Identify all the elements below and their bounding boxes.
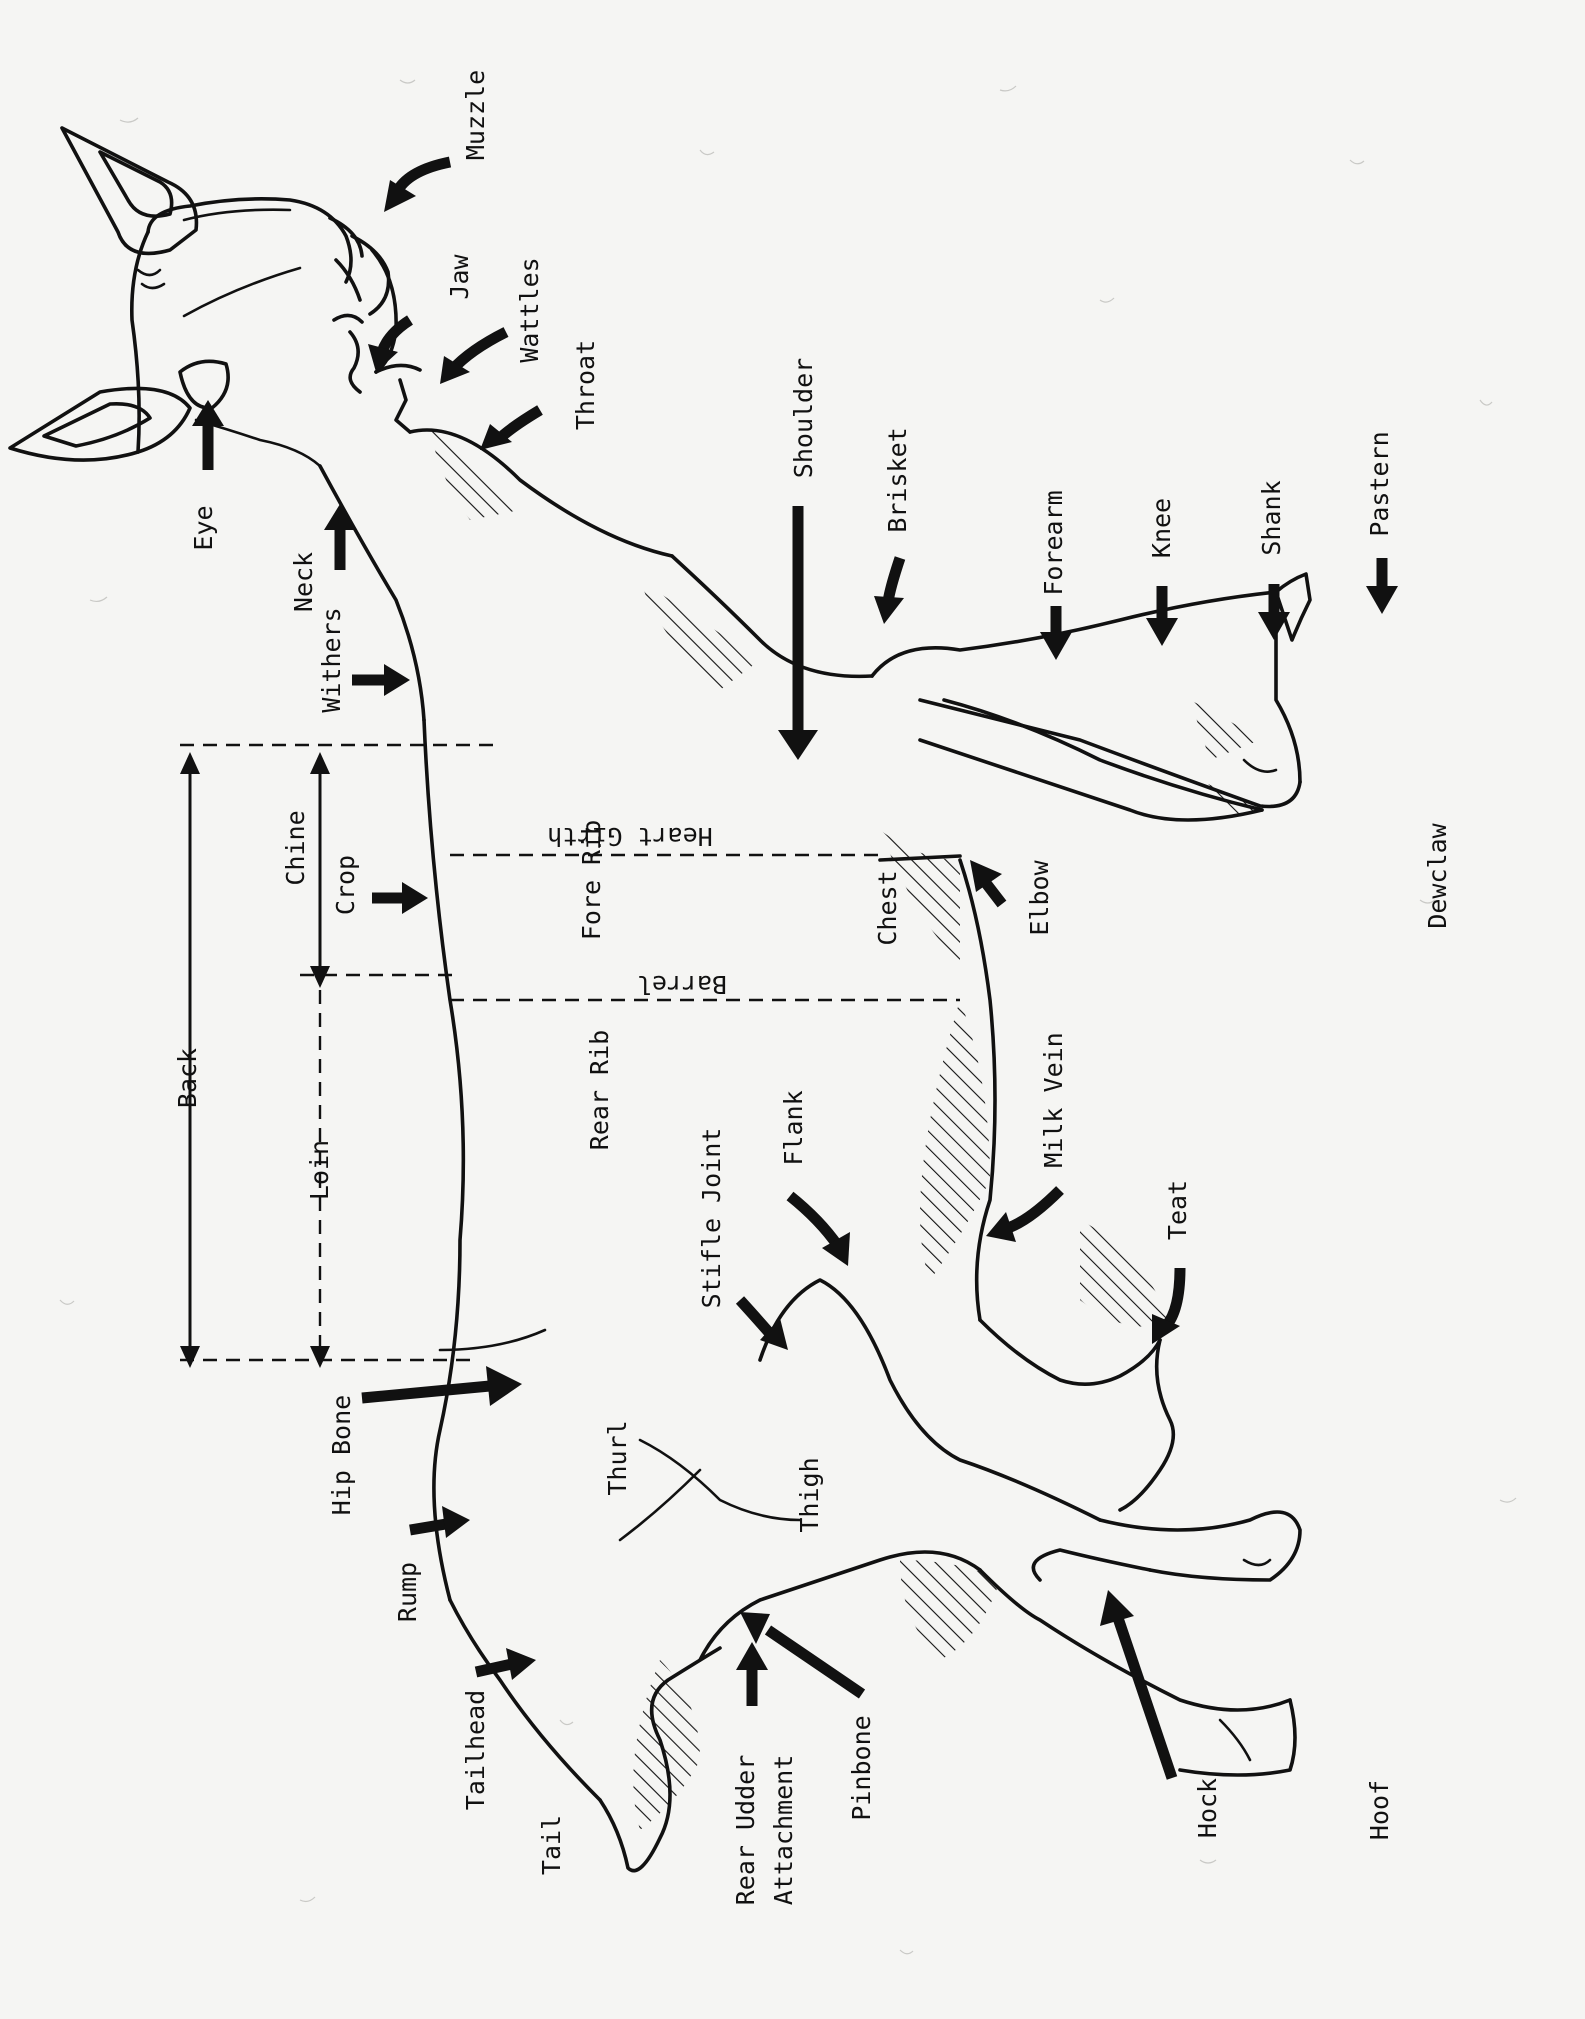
label-jaw: Jaw — [445, 253, 474, 299]
label-thigh: Thigh — [795, 1457, 824, 1532]
milk-vein-arrow — [1008, 1190, 1060, 1228]
label-crop: Crop — [331, 855, 360, 915]
label-withers: Withers — [317, 607, 346, 712]
hock-arrow — [1118, 1618, 1172, 1778]
label-barrel: Barrel — [637, 970, 727, 999]
label-back: Back — [173, 1048, 202, 1108]
label-forearm: Forearm — [1039, 490, 1068, 595]
tailhead-arrow — [476, 1664, 512, 1672]
pinbone-arrow — [768, 1630, 862, 1694]
label-rear-rib: Rear Rib — [585, 1030, 614, 1150]
label-brisket: Brisket — [883, 427, 912, 532]
label-knee: Knee — [1147, 498, 1176, 558]
label-hoof: Hoof — [1365, 1780, 1394, 1840]
label-hip-bone: Hip Bone — [327, 1395, 356, 1515]
label-loin: Loin — [305, 1140, 334, 1200]
hip-bone-arrow — [362, 1386, 490, 1398]
wattles-arrow — [452, 332, 506, 370]
label-muzzle: Muzzle — [461, 70, 490, 160]
label-flank: Flank — [779, 1090, 808, 1165]
label-rear-udder-line2: Attachment — [769, 1755, 798, 1906]
label-milk-vein: Milk Vein — [1039, 1032, 1068, 1167]
label-teat: Teat — [1163, 1180, 1192, 1240]
label-rump: Rump — [393, 1562, 422, 1622]
label-shoulder: Shoulder — [789, 358, 818, 478]
label-throat: Throat — [571, 340, 600, 430]
label-stifle-joint: Stifle Joint — [697, 1128, 726, 1309]
paper-texture — [60, 80, 1516, 1954]
flank-arrow — [790, 1196, 838, 1246]
labels: Eye Neck Withers Muzzle Jaw Wattles Thro… — [173, 70, 1452, 1905]
muzzle-arrow — [398, 162, 450, 190]
label-neck: Neck — [289, 552, 318, 612]
label-elbow: Elbow — [1025, 859, 1054, 935]
stifle-joint-arrow — [740, 1300, 772, 1336]
label-eye: Eye — [189, 505, 218, 550]
jaw-arrow — [382, 320, 410, 352]
label-heart-girth: Heart Girth — [547, 822, 713, 851]
label-tail: Tail — [537, 1815, 566, 1875]
label-chest: Chest — [873, 870, 902, 945]
label-pinbone: Pinbone — [847, 1715, 876, 1820]
label-shank: Shank — [1257, 480, 1286, 555]
label-thurl: Thurl — [603, 1420, 632, 1495]
throat-arrow — [498, 410, 540, 440]
label-wattles: Wattles — [515, 257, 544, 362]
hatched-regions — [430, 430, 1270, 1830]
brisket-arrow — [888, 558, 900, 602]
teat-arrow — [1166, 1268, 1180, 1326]
label-tailhead: Tailhead — [461, 1690, 490, 1810]
rump-arrow — [410, 1524, 446, 1530]
label-pastern: Pastern — [1365, 431, 1394, 536]
label-dewclaw: Dewclaw — [1423, 822, 1452, 928]
label-hock: Hock — [1193, 1778, 1222, 1838]
label-chine: Chine — [281, 810, 310, 885]
label-rear-udder-line1: Rear Udder — [731, 1755, 760, 1906]
